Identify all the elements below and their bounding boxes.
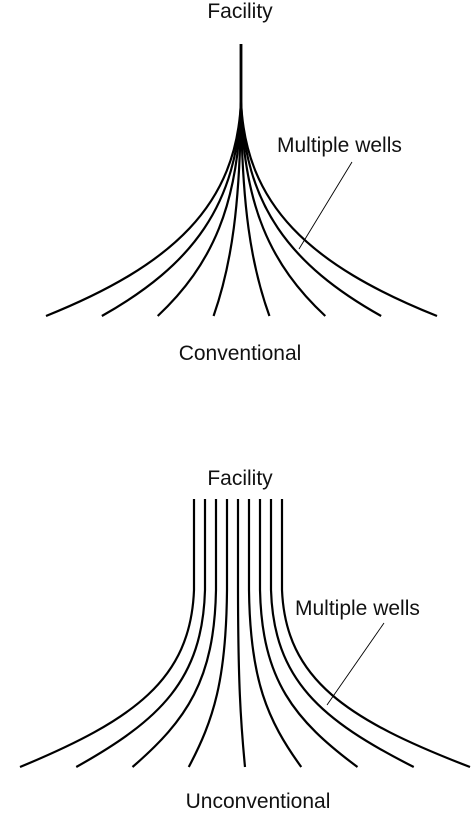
- conventional-callout-leader: [298, 161, 353, 250]
- unconventional-well-line: [131, 499, 218, 768]
- unconventional-well-line: [187, 499, 229, 768]
- conventional-panel: Facility Multiple wells Conventional: [45, 0, 438, 365]
- unconventional-callout-leader: [326, 622, 385, 706]
- unconventional-well-line: [75, 499, 207, 768]
- unconventional-well-line: [280, 499, 471, 769]
- unconventional-well-line: [236, 499, 247, 768]
- unconventional-well-line: [247, 499, 303, 768]
- conventional-well-line: [239, 44, 438, 318]
- conventional-multiple-wells-label: Multiple wells: [277, 134, 402, 157]
- conventional-well-line: [45, 44, 243, 318]
- unconventional-facility-label: Facility: [207, 467, 273, 490]
- conventional-wells-group: [45, 44, 438, 318]
- unconventional-caption: Unconventional: [186, 790, 331, 813]
- unconventional-well-line: [258, 499, 359, 768]
- unconventional-well-line: [19, 499, 196, 769]
- conventional-well-line: [101, 44, 243, 317]
- conventional-facility-label: Facility: [207, 0, 273, 23]
- unconventional-wells-group: [19, 499, 471, 769]
- unconventional-well-line: [269, 499, 415, 768]
- conventional-well-line: [239, 44, 382, 317]
- unconventional-multiple-wells-label: Multiple wells: [295, 597, 420, 620]
- unconventional-panel: Facility Multiple wells Unconventional: [19, 467, 471, 813]
- conventional-caption: Conventional: [179, 342, 302, 365]
